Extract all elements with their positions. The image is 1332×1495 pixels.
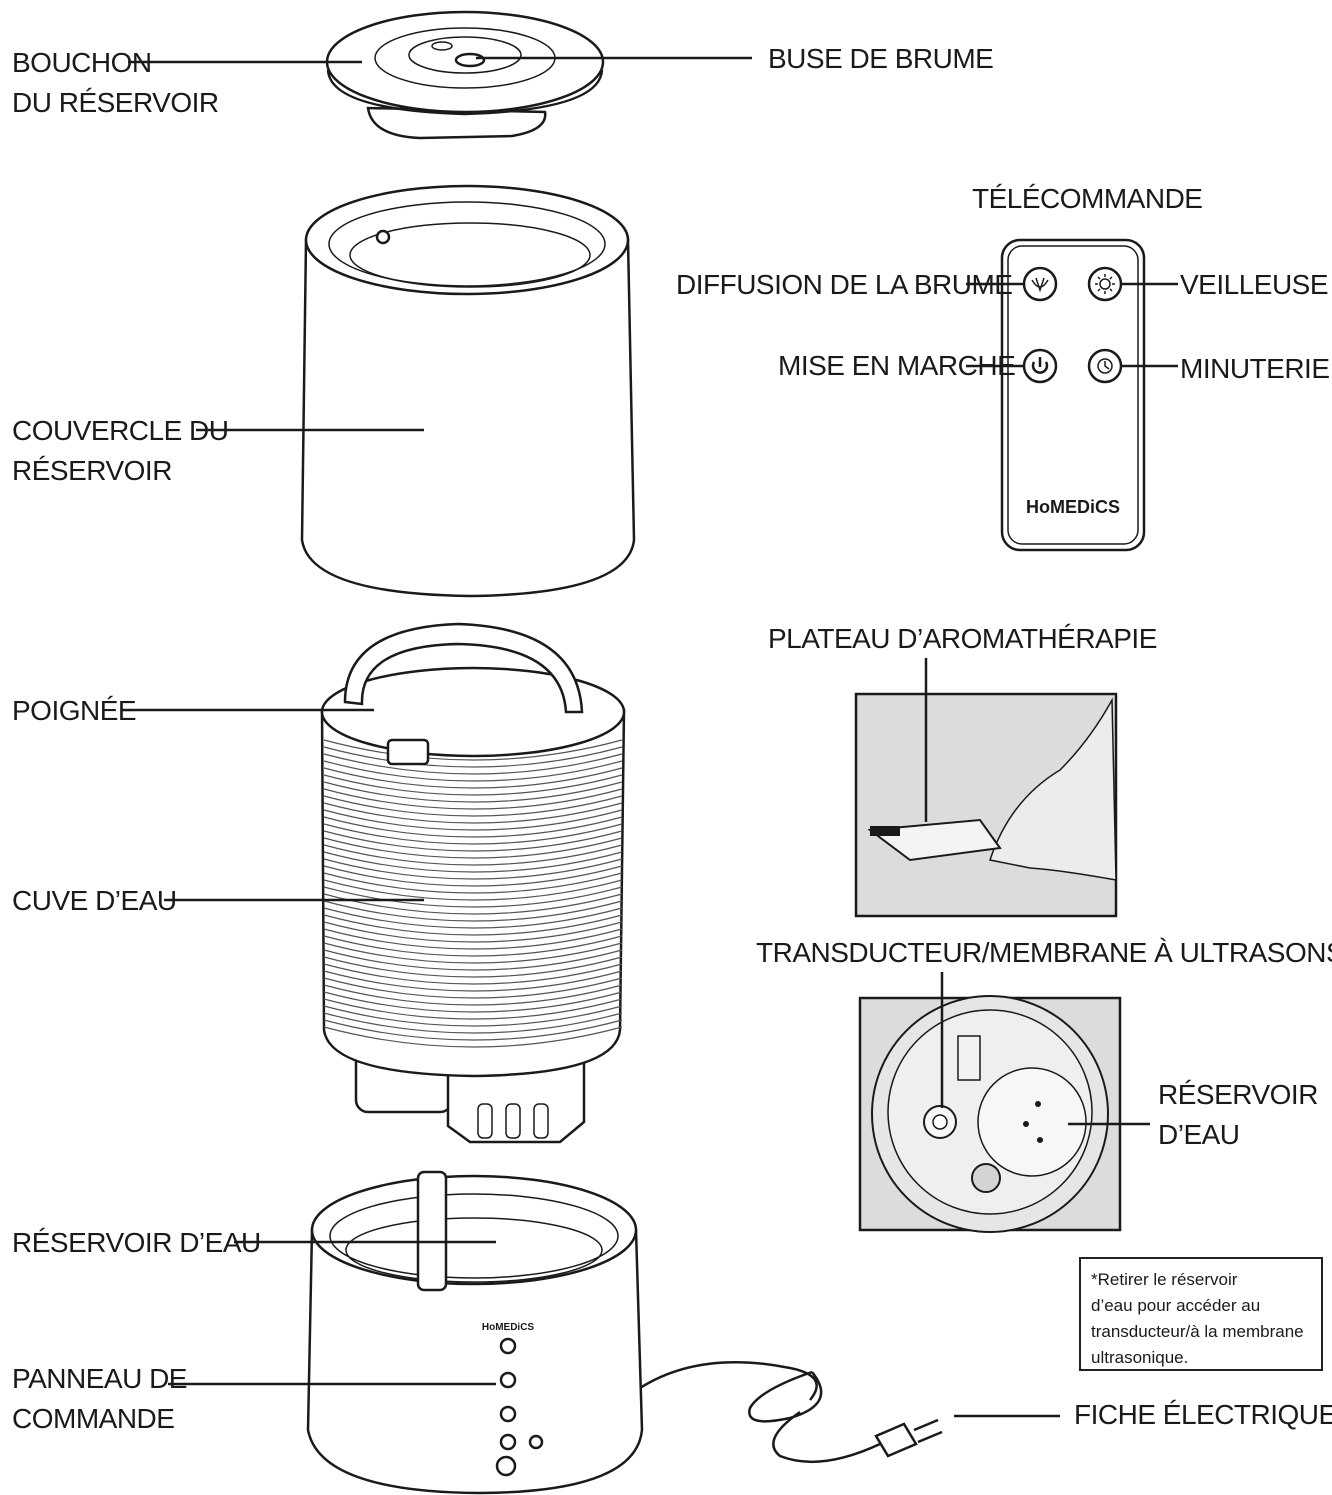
label-mist-nozzle: BUSE DE BRUME bbox=[768, 43, 993, 74]
label-water-reservoir: RÉSERVOIR D’EAU bbox=[12, 1227, 261, 1258]
night-light-button[interactable] bbox=[1087, 266, 1123, 302]
label-control-panel-line1: PANNEAU DE bbox=[12, 1363, 187, 1394]
transducer-inset bbox=[858, 972, 1150, 1233]
base-brand-logo: HoMEDiCS bbox=[482, 1322, 535, 1333]
aroma-tray-inset bbox=[854, 658, 1118, 918]
label-reservoir-inset-line1: RÉSERVOIR bbox=[1158, 1079, 1318, 1110]
clock-icon bbox=[1097, 358, 1113, 374]
labels: BOUCHON DU RÉSERVOIR BUSE DE BRUME TÉLÉC… bbox=[12, 43, 1332, 1434]
base-button-4[interactable] bbox=[499, 1433, 517, 1451]
base-power-button[interactable] bbox=[495, 1455, 517, 1477]
tank-cap-illustration bbox=[325, 10, 605, 140]
label-transducer: TRANSDUCTEUR/MEMBRANE À ULTRASONS* bbox=[756, 937, 1332, 968]
base-button-3[interactable] bbox=[499, 1405, 517, 1423]
base-illustration: HoMEDiCS bbox=[306, 1170, 943, 1495]
base-button-5[interactable] bbox=[528, 1434, 544, 1450]
label-timer: MINUTERIE bbox=[1180, 353, 1330, 384]
sun-icon bbox=[1095, 274, 1115, 294]
power-icon bbox=[1031, 357, 1049, 374]
label-reservoir-inset-line2: D’EAU bbox=[1158, 1119, 1240, 1150]
mist-diffusion-button[interactable] bbox=[1022, 266, 1058, 302]
label-power-plug: FICHE ÉLECTRIQUE bbox=[1074, 1399, 1332, 1430]
label-tank-cap-line2: DU RÉSERVOIR bbox=[12, 87, 219, 118]
label-handle: POIGNÉE bbox=[12, 695, 136, 726]
base-button-2[interactable] bbox=[499, 1371, 517, 1389]
leader-lines bbox=[122, 56, 1178, 1418]
remote-body bbox=[1000, 238, 1146, 552]
footnote-box: *Retirer le réservoir d’eau pour accéder… bbox=[1079, 1257, 1323, 1371]
remote-brand-logo: HoMEDiCS bbox=[1026, 497, 1120, 517]
remote-control: HoMEDiCS bbox=[1000, 238, 1146, 552]
label-water-tank: CUVE D’EAU bbox=[12, 885, 177, 916]
mist-icon bbox=[1031, 277, 1049, 293]
label-aroma-tray: PLATEAU D’AROMATHÉRAPIE bbox=[768, 623, 1157, 654]
tank-cover-illustration bbox=[300, 184, 636, 598]
base-button-1[interactable] bbox=[499, 1337, 517, 1355]
label-control-panel-line2: COMMANDE bbox=[12, 1403, 174, 1434]
label-night-light: VEILLEUSE bbox=[1180, 269, 1328, 300]
label-tank-cap-line1: BOUCHON bbox=[12, 47, 152, 78]
label-mist-diffusion: DIFFUSION DE LA BRUME bbox=[676, 269, 1012, 300]
label-power: MISE EN MARCHE bbox=[778, 350, 1015, 381]
label-tank-cover-line2: RÉSERVOIR bbox=[12, 455, 172, 486]
water-tank-illustration bbox=[320, 622, 626, 1144]
label-remote-title: TÉLÉCOMMANDE bbox=[972, 183, 1202, 214]
label-tank-cover-line1: COUVERCLE DU bbox=[12, 415, 228, 446]
tank-rib-texture bbox=[323, 739, 623, 1048]
